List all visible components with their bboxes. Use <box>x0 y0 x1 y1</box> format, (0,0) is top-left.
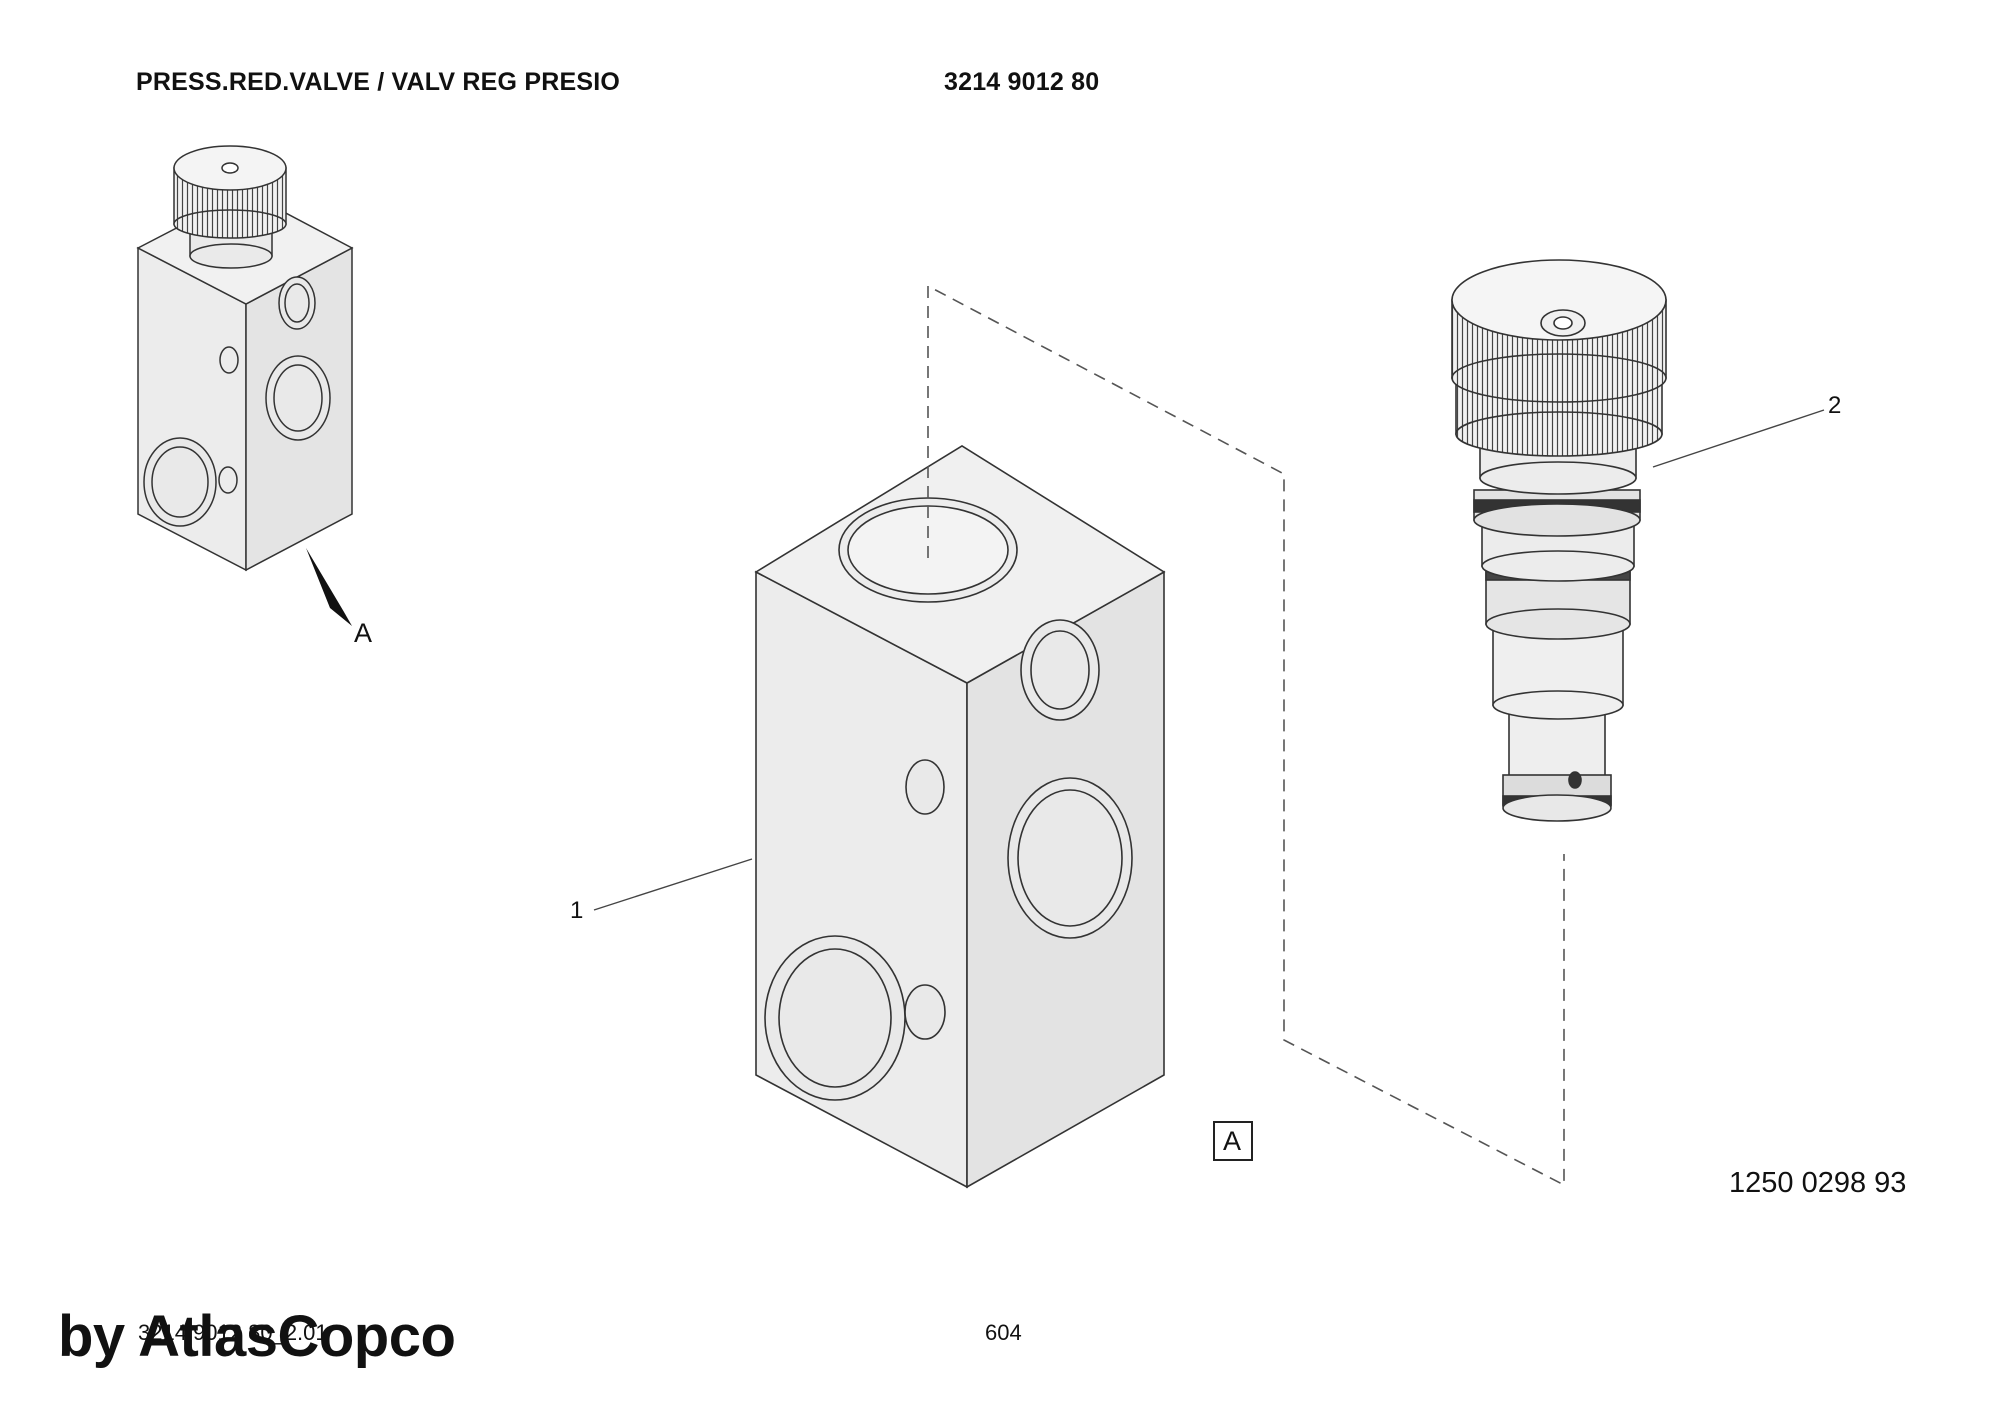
view-box-label: A <box>1223 1126 1242 1156</box>
reference-number: 1250 0298 93 <box>1729 1167 1907 1199</box>
callout-item-1: 1 <box>570 897 584 924</box>
assembled-valve-thumbnail <box>136 145 354 572</box>
callout-item-2: 2 <box>1828 392 1842 419</box>
watermark-text: by AtlasCopco <box>58 1304 456 1369</box>
drawing-title: PRESS.RED.VALVE / VALV REG PRESIO <box>136 68 621 96</box>
valve-block-part-1 <box>754 445 1166 1189</box>
part-number: 3214 9012 80 <box>944 68 1100 96</box>
leader-line-2 <box>1652 409 1825 468</box>
page-number: 604 <box>985 1320 1022 1345</box>
pressure-reducing-cartridge-part-2 <box>1451 259 1667 822</box>
view-arrow <box>306 548 352 626</box>
view-box <box>1213 1121 1253 1161</box>
footer-doc-code: 3214 9012 80_2.01 <box>138 1320 328 1345</box>
assembly-path-line <box>927 284 1565 1187</box>
leader-line-1 <box>593 858 753 911</box>
view-arrow-label: A <box>354 618 373 648</box>
